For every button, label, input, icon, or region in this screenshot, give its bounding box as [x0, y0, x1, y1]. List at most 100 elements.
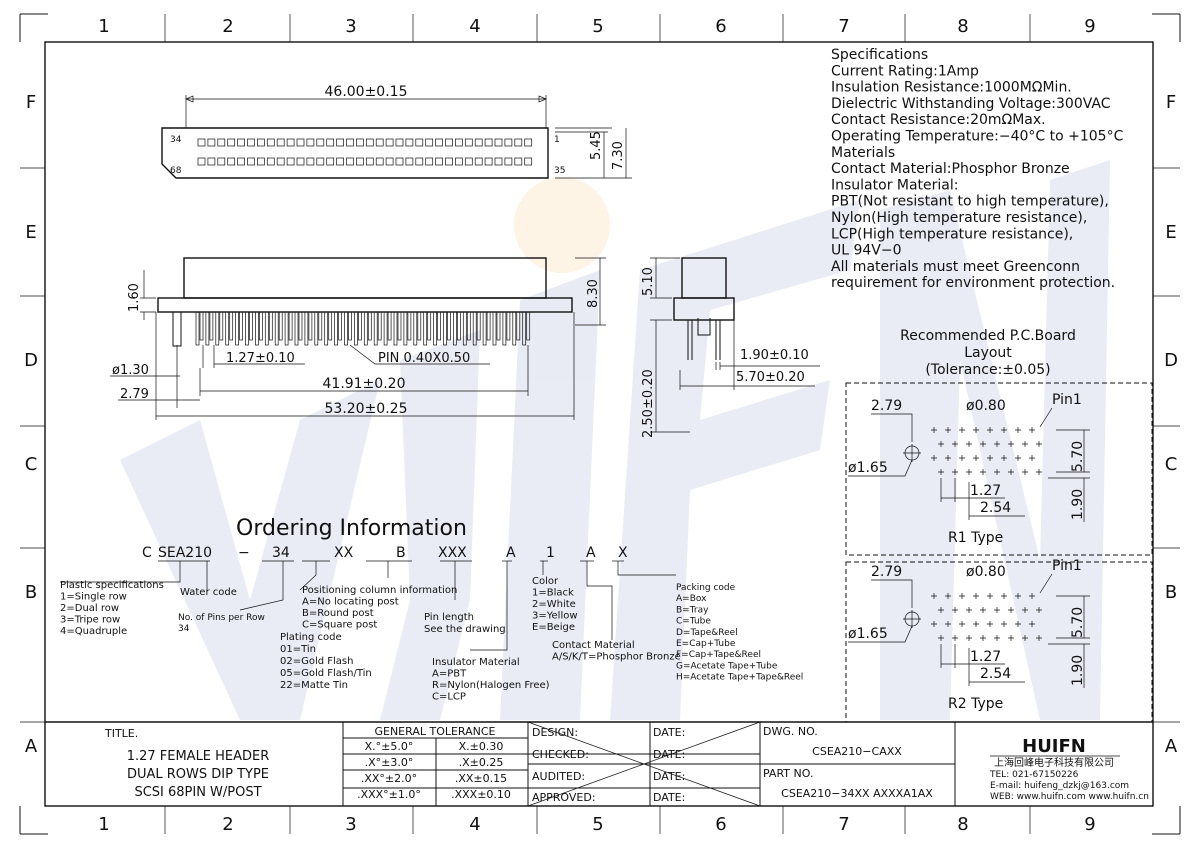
column-label-9: 9 [1084, 16, 1095, 37]
pin [304, 311, 309, 346]
dwg-no-label: DWG. NO. [763, 725, 818, 738]
pin-hole [237, 138, 245, 147]
pin-hole [326, 138, 335, 147]
pin [482, 311, 487, 346]
pin-hole [306, 157, 315, 166]
pin-hole [365, 138, 374, 147]
pcb-hole [1022, 607, 1028, 613]
spec-line: All materials must meet Greenconn [831, 259, 1080, 275]
tolerance-linear: .X±0.25 [459, 756, 504, 769]
pcb-hole [931, 455, 937, 461]
pin-hole [425, 138, 434, 147]
color-code: 3=Yellow [532, 611, 578, 622]
pcb-hole [931, 621, 937, 627]
spec-line: Insulator Material: [831, 177, 959, 193]
pin [516, 311, 521, 341]
title-line: SCSI 68PIN W/POST [134, 785, 261, 800]
positioning-info: B=Round post [302, 608, 374, 619]
column-label-6: 6 [715, 16, 726, 37]
pcb-hole [959, 621, 965, 627]
pcb-hole [952, 469, 958, 475]
pin [472, 311, 477, 346]
pin [235, 311, 239, 346]
pcb-hole [987, 427, 993, 433]
pin-hole [197, 138, 206, 147]
pin [308, 311, 313, 341]
pin-hole [356, 138, 364, 147]
pin-hole [286, 138, 295, 147]
pcb-hole [952, 607, 958, 613]
positioning-info: C=Square post [302, 620, 377, 631]
pcb-title-3: (Tolerance:±0.05) [925, 362, 1050, 378]
pin [348, 311, 352, 341]
pcb-hole [987, 621, 993, 627]
code-part: XXX [438, 545, 467, 561]
pcb-hole [1029, 427, 1035, 433]
code-part: XX [334, 545, 354, 561]
code-part: − [238, 545, 250, 561]
dim-top: 5.10 [641, 267, 656, 296]
pcb-hole [973, 427, 979, 433]
pcb-hole [952, 441, 958, 447]
pcb-hole [980, 607, 986, 613]
pin [264, 311, 269, 346]
pcb-hole [1029, 621, 1035, 627]
tolerance-angle: .X°±3.0° [365, 756, 414, 769]
pin [344, 311, 348, 346]
pin-hole [425, 157, 434, 166]
pin-hole [326, 157, 335, 166]
pin-hole [494, 138, 503, 147]
row-label-right-F: F [1166, 92, 1176, 113]
pin [314, 311, 319, 346]
pin [205, 311, 210, 346]
type-label: R1 Type [948, 530, 1003, 546]
plating-code: 01=Tin [280, 644, 316, 655]
pin-hole [316, 138, 325, 147]
date-label: DATE: [653, 791, 685, 804]
dim-pin-pitch: 1.27±0.10 [226, 351, 295, 366]
pcb-hole [1001, 621, 1007, 627]
spec-line: Materials [831, 145, 895, 161]
pin-hole [365, 157, 374, 166]
date-label: DATE: [653, 748, 685, 761]
pcb-hole [945, 427, 951, 433]
column-label-7: 7 [838, 16, 849, 37]
column-label-4: 4 [469, 16, 480, 37]
dim-row: 1.90 [1070, 655, 1086, 686]
pin [209, 311, 214, 341]
packing-code: Packing code [676, 583, 736, 593]
dim-pitch: 1.27 [970, 483, 1001, 499]
packing-code: C=Tube [676, 617, 711, 627]
dim-span: 41.91±0.20 [323, 376, 406, 392]
column-label-bottom-9: 9 [1084, 814, 1095, 835]
pin-hole [385, 138, 394, 147]
pcb-title-2: Layout [964, 345, 1012, 361]
pin1-label: Pin1 [1052, 392, 1082, 408]
spec-line: Dielectric Withstanding Voltage:300VAC [831, 96, 1111, 112]
contact-material: A/S/K/T=Phosphor Bronze [552, 652, 681, 663]
dim-height: 5.70 [1070, 607, 1086, 638]
insulator-material: C=LCP [432, 692, 466, 703]
tolerance-header: GENERAL TOLERANCE [374, 725, 495, 738]
pin-hole [276, 138, 285, 147]
code-part: 34 [272, 545, 290, 561]
pin [526, 311, 531, 341]
dim-post-dia: ø1.30 [112, 363, 149, 378]
pin-hole [395, 157, 404, 166]
pcb-hole [1022, 635, 1028, 641]
pin-hole [197, 157, 206, 166]
plating-code: 05=Gold Flash/Tin [280, 668, 372, 679]
pcb-hole [1015, 593, 1021, 599]
pin-hole [415, 157, 424, 166]
pcb-hole [1008, 469, 1014, 475]
pin [255, 311, 259, 346]
pin [334, 311, 338, 346]
dim-top-height: 1.60 [127, 283, 142, 312]
plastic-spec: Plastic specifications [60, 580, 164, 591]
pin [433, 311, 437, 346]
pin [288, 311, 293, 341]
pin [393, 311, 398, 346]
watermark-dot [514, 177, 610, 273]
pin-hole [247, 157, 255, 166]
